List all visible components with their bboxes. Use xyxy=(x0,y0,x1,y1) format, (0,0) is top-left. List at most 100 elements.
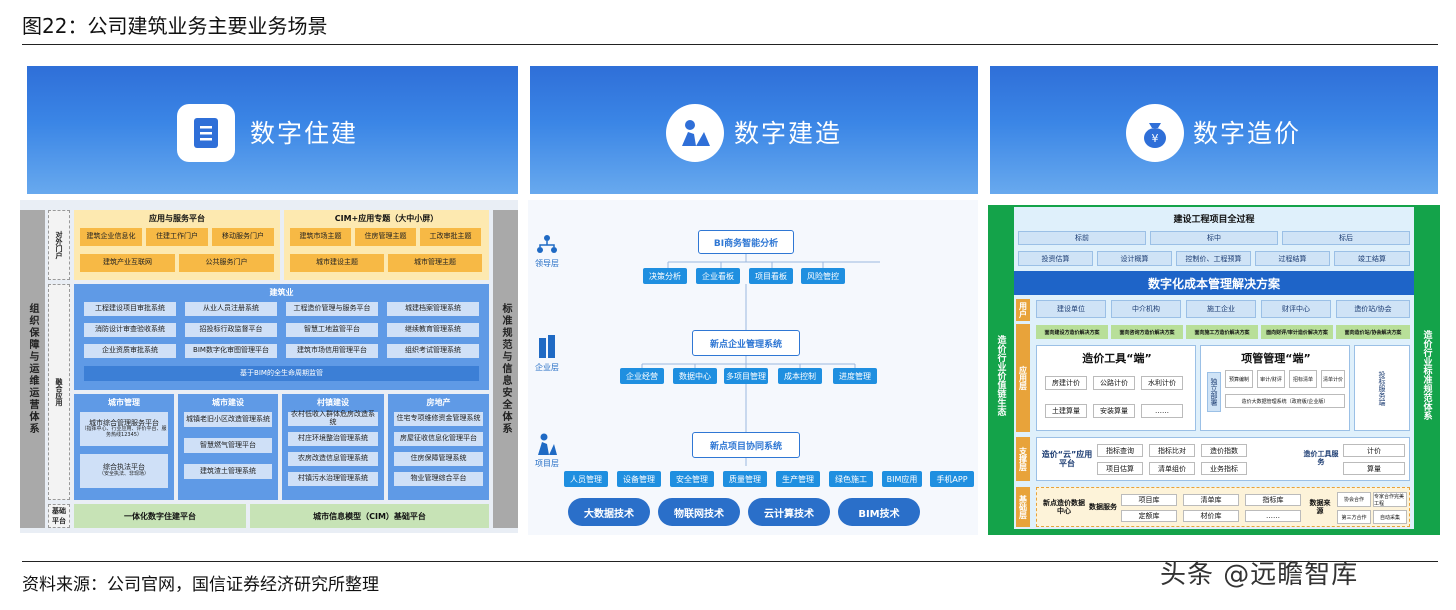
app-service-platform: 应用与服务平台 建筑企业信息化 住建工作门户 移动服务门户 建筑产业互联网 公共… xyxy=(74,210,280,280)
system-item: 村镇污水治理管理系统 xyxy=(288,472,378,486)
banner-digital-housing: 数字住建 xyxy=(27,66,518,194)
source-item: 协会合作 xyxy=(1337,492,1371,507)
layer-label: 项目层 xyxy=(535,459,559,468)
right-vertical-bar: 造价行业标准规范体系 xyxy=(1421,330,1432,420)
pricing-main-area: 建设工程项目全过程 标前 标中 标后 投资估算 设计概算 控制价、工程预算 过程… xyxy=(1014,207,1414,529)
solution-banner: 数字化成本管理解决方案 xyxy=(1014,271,1414,295)
svg-text:¥: ¥ xyxy=(1152,132,1159,145)
platform-item: 城市建设主题 xyxy=(290,254,384,272)
banner-digital-pricing: ¥ 数字造价 xyxy=(990,66,1438,194)
tool-item: 水利计价 xyxy=(1141,376,1183,390)
section-title: 应用与服务平台 xyxy=(149,214,205,223)
system-item: 城市综合管理服务平台 （指挥中心、行业应用、评价平台、服务热线12345） xyxy=(80,412,168,446)
project-item: 绿色施工 xyxy=(829,471,873,487)
process-title: 建设工程项目全过程 xyxy=(1173,215,1255,225)
watermark: 头条 @远瞻智库 xyxy=(1160,560,1359,590)
section-title: 房地产 xyxy=(426,398,451,407)
support-item: 指标查询 xyxy=(1097,444,1143,457)
figure-title: 图22：公司建筑业务主要业务场景 xyxy=(22,14,328,38)
building-icon xyxy=(539,335,555,358)
section-title: CIM+应用专题（大中小屏） xyxy=(334,214,439,223)
system-item: 村庄环境整治管理系统 xyxy=(288,432,378,446)
system-item: 招投标行政监督平台 xyxy=(185,323,277,337)
layer-leader: 领导层 xyxy=(532,234,562,269)
worker-small-icon xyxy=(538,433,557,455)
banner-label: 数字住建 xyxy=(250,119,359,148)
platform-item: 工改审批主题 xyxy=(420,228,481,246)
support-item: 计价 xyxy=(1343,444,1405,457)
item-subtext: （安全执法、非现场） xyxy=(98,471,149,478)
tech-pill: BIM技术 xyxy=(838,498,920,526)
tool-item: 公路计价 xyxy=(1093,376,1135,390)
right-vertical-bar: 标准规范与信息安全体系 xyxy=(493,210,518,528)
section-title: 建筑业 xyxy=(269,288,294,297)
system-item: 城镇老旧小区改造管理系统 xyxy=(184,412,272,427)
bid-service-box: 投标服务端 xyxy=(1354,345,1410,431)
phase-item: 标前 xyxy=(1018,231,1146,245)
tech-pill: 大数据技术 xyxy=(568,498,650,526)
worker-icon xyxy=(666,104,724,162)
project-end-box: 项管管理“端” 独立部署 预算编制 审计/财评 招标清单 清单计价 造价大数据管… xyxy=(1200,345,1350,431)
layer-project: 项目层 xyxy=(532,432,562,469)
platform-item: 建筑市场主题 xyxy=(290,228,351,246)
base-platform-digital-housing: 一体化数字住建平台 xyxy=(74,504,246,528)
platform-item: 城市管理主题 xyxy=(388,254,482,272)
system-item: 城建档案管理系统 xyxy=(387,302,479,316)
tool-end-title: 造价工具“端” xyxy=(1082,352,1152,365)
data-source-label: 数据来源 xyxy=(1309,499,1331,515)
base-item: …… xyxy=(1245,510,1301,522)
project-item: 清单计价 xyxy=(1321,370,1345,388)
step-item: 过程结算 xyxy=(1255,251,1330,266)
user-item: 施工企业 xyxy=(1186,300,1256,318)
enterprise-item: 成本控制 xyxy=(778,368,822,384)
section-title: 城市建设 xyxy=(212,398,244,407)
step-item: 投资估算 xyxy=(1018,251,1093,266)
system-item: 智慧燃气管理平台 xyxy=(184,438,272,453)
system-item: 物业管理综合平台 xyxy=(394,472,483,486)
system-item: 农村低收入群体危房改造系统 xyxy=(288,410,378,426)
item-text: 综合执法平台 xyxy=(103,463,145,472)
base-platform-cim: 城市信息模型（CIM）基础平台 xyxy=(250,504,489,528)
base-layer-label: 基础层 xyxy=(1016,487,1030,527)
project-item: 安全管理 xyxy=(670,471,714,487)
project-item: 设备管理 xyxy=(617,471,661,487)
system-item: 工程建设项目审批系统 xyxy=(84,302,176,316)
phase-item: 标后 xyxy=(1282,231,1410,245)
layer-label: 企业层 xyxy=(535,363,559,372)
system-item: 建筑市场信用管理平台 xyxy=(286,344,378,358)
enterprise-item: 数据中心 xyxy=(673,368,717,384)
section-title: 村镇建设 xyxy=(317,398,349,407)
construction-section: 建筑业 工程建设项目审批系统 从业人员注册系统 工程造价管理与服务平台 城建档案… xyxy=(74,284,489,390)
project-item: 招标清单 xyxy=(1289,370,1317,388)
row-label-base: 基础平台 xyxy=(48,504,70,528)
system-item: 消防设计审查验收系统 xyxy=(84,323,176,337)
section-title: 城市管理 xyxy=(108,398,140,407)
panel-digital-pricing: 造价行业价值链生态 造价行业标准规范体系 建设工程项目全过程 标前 标中 标后 … xyxy=(988,205,1440,535)
section-city-construction: 城市建设 城镇老旧小区改造管理系统 智慧燃气管理平台 建筑渣土管理系统 xyxy=(178,394,278,500)
cim-platform: CIM+应用专题（大中小屏） 建筑市场主题 住房管理主题 工改审批主题 城市建设… xyxy=(284,210,489,280)
tech-pill: 物联网技术 xyxy=(658,498,740,526)
user-item: 造价站/协会 xyxy=(1336,300,1410,318)
system-item: 企业资质审批系统 xyxy=(84,344,176,358)
project-item: 人员管理 xyxy=(564,471,608,487)
tech-pill: 云计算技术 xyxy=(748,498,830,526)
project-item: 审计/财评 xyxy=(1257,370,1285,388)
source-item: 第三方合作 xyxy=(1337,510,1371,524)
section-village-construction: 村镇建设 农村低收入群体危房改造系统 村庄环境整治管理系统 农房改造信息管理系统… xyxy=(282,394,384,500)
bottom-rule xyxy=(22,561,1438,562)
support-item: 指标比对 xyxy=(1149,444,1195,457)
top-rule xyxy=(22,44,1438,45)
step-item: 控制价、工程预算 xyxy=(1176,251,1251,266)
cloud-platform-label: 造价“云”应用平台 xyxy=(1041,450,1093,468)
bi-item: 决策分析 xyxy=(643,268,687,284)
system-item: 农房改造信息管理系统 xyxy=(288,452,378,466)
phase-item: 标中 xyxy=(1150,231,1278,245)
project-item: 生产管理 xyxy=(776,471,820,487)
price-bag-icon: ¥ xyxy=(1126,104,1184,162)
project-item: 手机APP xyxy=(930,471,974,487)
system-item: 综合执法平台 （安全执法、非现场） xyxy=(80,454,168,488)
user-item: 中介机构 xyxy=(1111,300,1181,318)
platform-item: 公共服务门户 xyxy=(179,254,274,272)
system-item: 继续教育管理系统 xyxy=(387,323,479,337)
base-item: 指标库 xyxy=(1245,494,1301,506)
